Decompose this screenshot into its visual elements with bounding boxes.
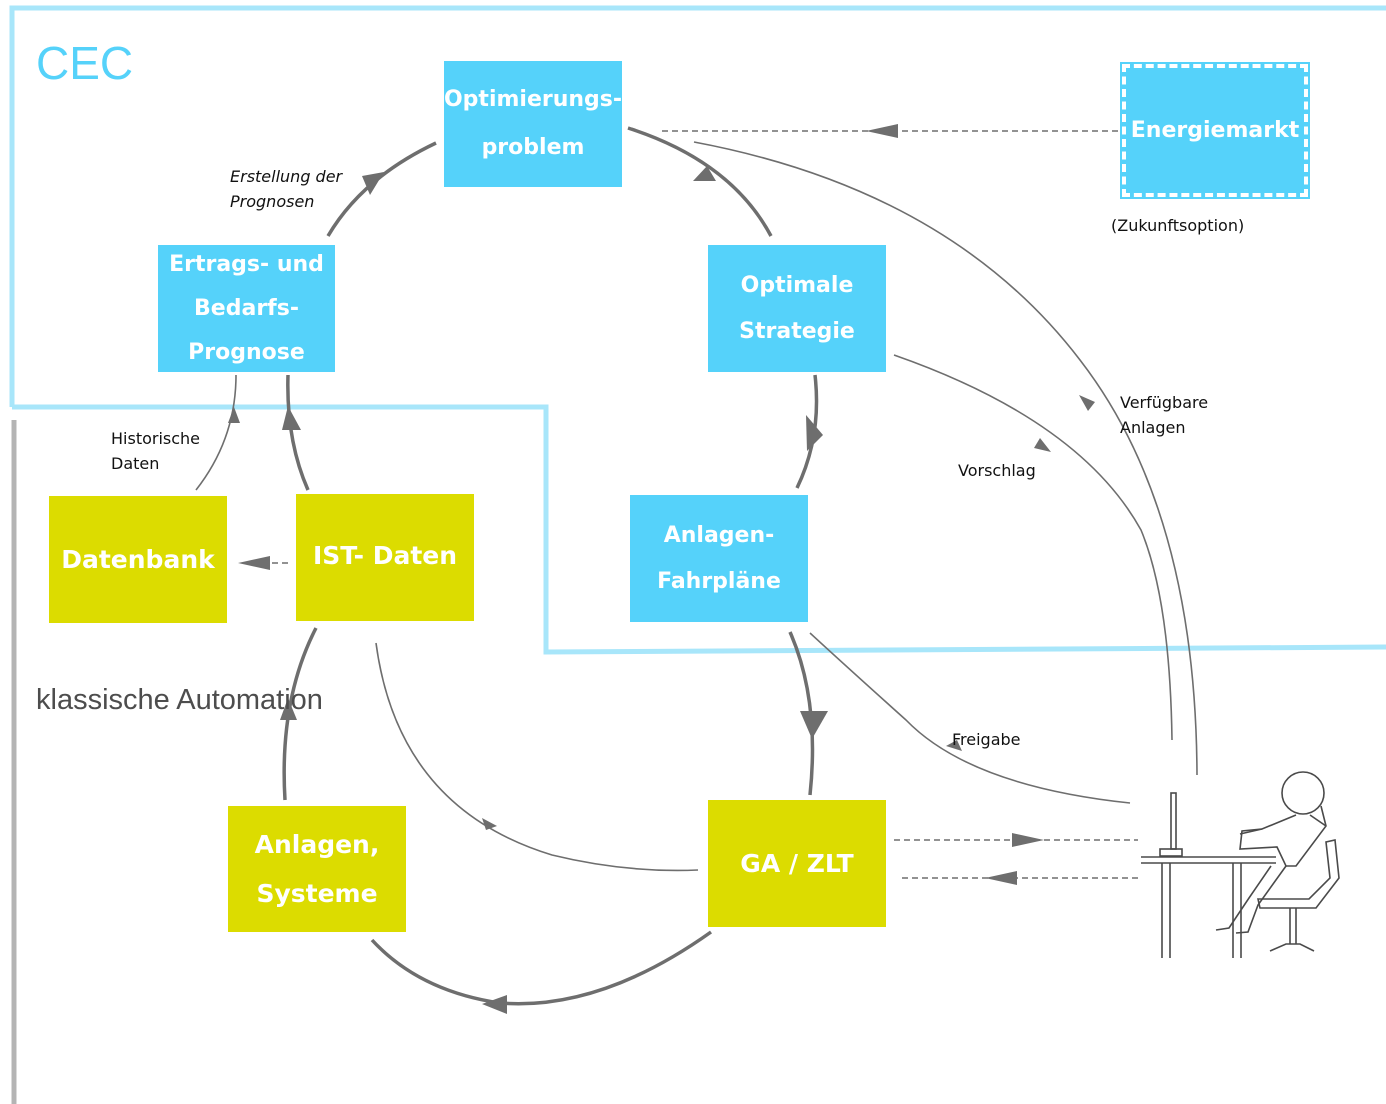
node-anlagen-systeme: Anlagen, Systeme bbox=[228, 806, 406, 932]
node-label: IST- Daten bbox=[312, 541, 458, 570]
arrow-ist-to-prognose bbox=[286, 374, 310, 491]
node-prognose: Ertrags- und Bedarfs- Prognose bbox=[158, 245, 335, 372]
arrowhead bbox=[693, 166, 716, 181]
arrowhead bbox=[866, 124, 898, 138]
person-at-computer-desk-icon bbox=[1141, 771, 1340, 958]
node-label: Prognose bbox=[188, 339, 305, 365]
node-label: Optimale bbox=[740, 272, 854, 298]
cec-region-title: CEC bbox=[36, 37, 134, 89]
arrow-verfuegbare-anlagen bbox=[693, 141, 1198, 776]
arrowhead bbox=[946, 740, 962, 751]
arrowhead bbox=[806, 415, 823, 451]
arrowhead bbox=[362, 172, 384, 195]
node-optimale-strategie: Optimale Strategie bbox=[708, 245, 886, 372]
arrow-fahrplaene-to-ga bbox=[788, 631, 815, 796]
arrowhead bbox=[238, 556, 270, 570]
node-anlagen-fahrplaene: Anlagen- Fahrpläne bbox=[630, 495, 808, 622]
arrow-vorschlag bbox=[893, 354, 1173, 741]
main-cycle-arrowheads bbox=[280, 166, 828, 1014]
label-zukunftsoption: (Zukunftsoption) bbox=[1111, 216, 1245, 235]
node-ist-daten: IST- Daten bbox=[296, 494, 474, 621]
arrowhead bbox=[280, 698, 297, 720]
label-vorschlag: Vorschlag bbox=[958, 461, 1036, 480]
node-energiemarkt: Energiemarkt bbox=[1120, 62, 1310, 199]
cec-region-border bbox=[9, 5, 1386, 655]
arrowhead bbox=[985, 871, 1017, 885]
node-label: problem bbox=[481, 135, 585, 160]
label-line: Anlagen bbox=[1120, 418, 1186, 437]
arrow-ist-to-ga bbox=[375, 642, 699, 872]
arrowhead bbox=[482, 818, 497, 830]
node-datenbank: Datenbank bbox=[49, 496, 227, 623]
label-erstellung-der-prognosen: Erstellung der Prognosen bbox=[230, 164, 342, 214]
arrow-historische-daten bbox=[195, 374, 237, 491]
node-label: Anlagen, bbox=[254, 830, 380, 859]
arrowhead bbox=[1034, 438, 1051, 452]
classic-automation-title: klassische Automation bbox=[36, 684, 323, 716]
label-line: Historische bbox=[111, 429, 201, 448]
node-label: Anlagen- bbox=[663, 522, 775, 548]
node-label: Optimierungs- bbox=[443, 87, 623, 112]
arrowhead bbox=[282, 406, 301, 430]
node-label: Bedarfs- bbox=[194, 295, 299, 321]
node-label: Systeme bbox=[256, 879, 378, 908]
node-label: Datenbank bbox=[61, 545, 215, 574]
thin-arrowheads bbox=[228, 395, 1095, 830]
arrowhead bbox=[1012, 833, 1044, 847]
arrowhead bbox=[800, 711, 828, 739]
arrowhead bbox=[1079, 395, 1095, 411]
node-optimierungsproblem: Optimierungs- problem bbox=[444, 61, 622, 187]
label-line: Verfügbare bbox=[1120, 393, 1209, 412]
arrowhead bbox=[482, 995, 507, 1014]
node-ga-zlt: GA / ZLT bbox=[708, 800, 886, 927]
node-label: Ertrags- und bbox=[169, 251, 324, 277]
node-label: Energiemarkt bbox=[1130, 118, 1300, 143]
label-line: Erstellung der bbox=[230, 167, 343, 186]
arrow-prognose-to-problem bbox=[326, 141, 437, 237]
dashed-arrowheads bbox=[238, 124, 1044, 885]
label-historische-daten: Historische Daten bbox=[111, 426, 200, 476]
thin-connectors bbox=[195, 141, 1198, 872]
arrowhead bbox=[228, 407, 240, 423]
label-verfuegbare-anlagen: Verfügbare Anlagen bbox=[1120, 390, 1208, 440]
arrow-problem-to-strategie bbox=[627, 126, 773, 237]
label-line: Prognosen bbox=[230, 192, 315, 211]
label-line: Daten bbox=[111, 454, 160, 473]
arrow-freigabe bbox=[809, 632, 1131, 804]
arrow-ga-to-anlagen bbox=[370, 930, 713, 1006]
label-freigabe: Freigabe bbox=[952, 730, 1021, 749]
node-label: Fahrpläne bbox=[657, 568, 781, 594]
node-label: GA / ZLT bbox=[740, 849, 854, 878]
node-label: Strategie bbox=[739, 318, 855, 344]
